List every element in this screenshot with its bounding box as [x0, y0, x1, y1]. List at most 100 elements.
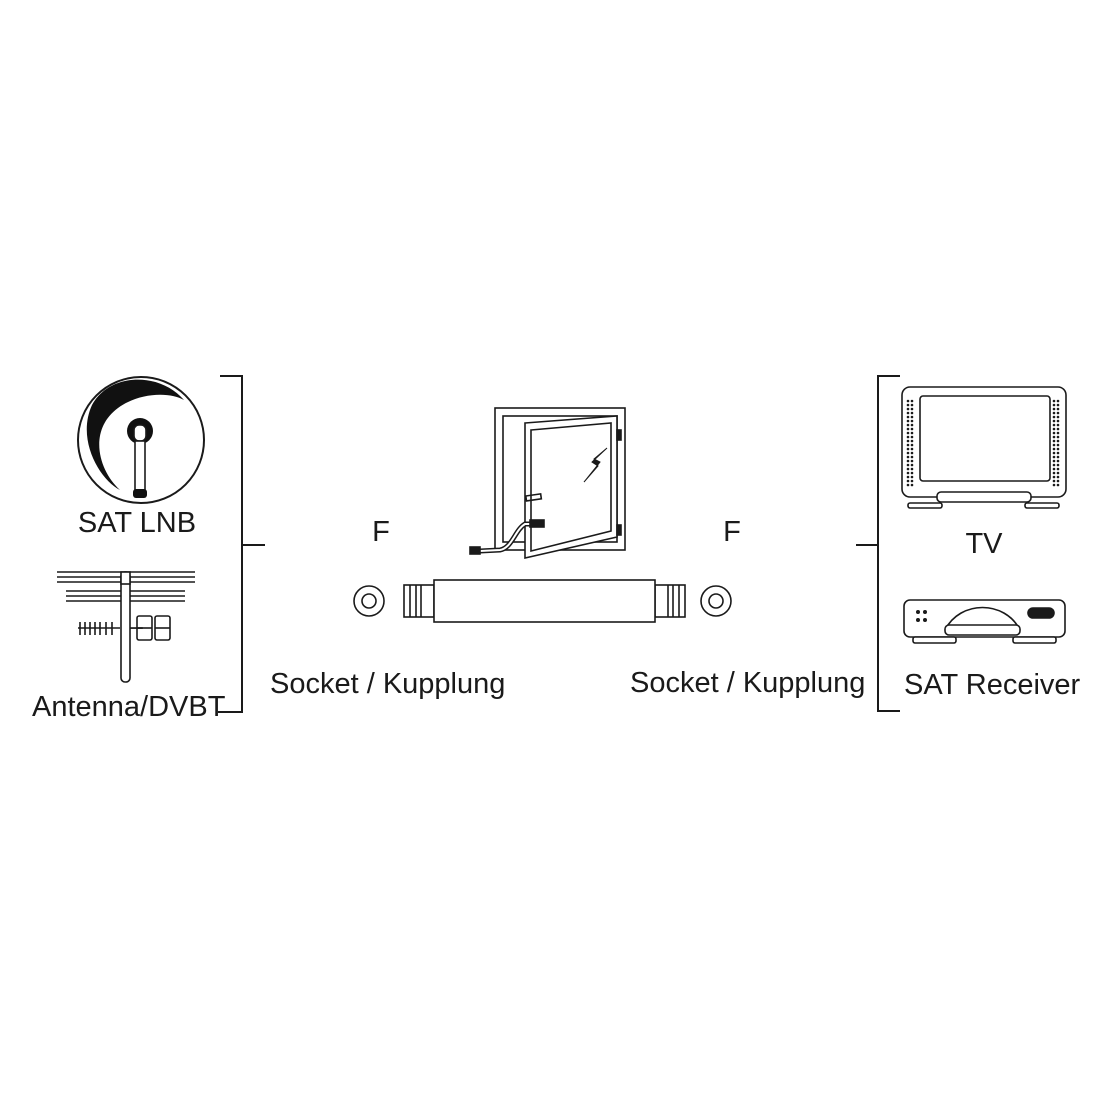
- speaker-dot: [1052, 419, 1056, 423]
- speaker-dot: [910, 475, 914, 479]
- speaker-dot: [906, 443, 910, 447]
- speaker-dot: [1052, 455, 1056, 459]
- window-cable-icon: [469, 407, 626, 560]
- speaker-dot: [1052, 475, 1056, 479]
- antenna-dvbt-label: Antenna/DVBT: [32, 691, 226, 723]
- speaker-dot: [1056, 407, 1060, 411]
- speaker-dot: [1056, 439, 1060, 443]
- speaker-dot: [1052, 435, 1056, 439]
- speaker-dot: [1052, 471, 1056, 475]
- tv-icon: [901, 386, 1067, 509]
- speaker-dot: [1052, 447, 1056, 451]
- speaker-dot: [910, 471, 914, 475]
- tv-label: TV: [965, 528, 1003, 560]
- speaker-dot: [1052, 399, 1056, 403]
- speaker-dot: [910, 439, 914, 443]
- f-socket-left-icon: [353, 585, 385, 617]
- speaker-dot: [1056, 415, 1060, 419]
- speaker-dot: [1052, 415, 1056, 419]
- satellite-dish-icon: [77, 376, 205, 504]
- socket-kupplung-label-right: Socket / Kupplung: [630, 667, 865, 699]
- speaker-dot: [1056, 471, 1060, 475]
- speaker-dot: [1056, 427, 1060, 431]
- speaker-dot: [1052, 451, 1056, 455]
- speaker-dot: [906, 439, 910, 443]
- speaker-dot: [1056, 419, 1060, 423]
- speaker-dot: [1052, 431, 1056, 435]
- speaker-dot: [910, 427, 914, 431]
- socket-kupplung-label-left: Socket / Kupplung: [270, 668, 505, 700]
- speaker-dot: [1056, 431, 1060, 435]
- speaker-dot: [906, 483, 910, 487]
- speaker-dot: [910, 479, 914, 483]
- speaker-dot: [1052, 459, 1056, 463]
- speaker-dot: [906, 427, 910, 431]
- speaker-dot: [1052, 443, 1056, 447]
- speaker-dot: [906, 399, 910, 403]
- speaker-dot: [1052, 411, 1056, 415]
- f-connector-label-left: F: [372, 516, 390, 548]
- speaker-dot: [1052, 463, 1056, 467]
- speaker-dot: [906, 419, 910, 423]
- speaker-dot: [910, 423, 914, 427]
- speaker-dot: [910, 435, 914, 439]
- speaker-dot: [910, 451, 914, 455]
- speaker-dot: [906, 435, 910, 439]
- flat-cable-coupler-icon: [403, 579, 686, 623]
- speaker-dot: [1052, 439, 1056, 443]
- speaker-dot: [910, 483, 914, 487]
- speaker-dot: [910, 459, 914, 463]
- speaker-dot: [1052, 467, 1056, 471]
- speaker-dot: [1052, 423, 1056, 427]
- speaker-dot: [906, 467, 910, 471]
- speaker-dot: [910, 455, 914, 459]
- speaker-dot: [1056, 479, 1060, 483]
- speaker-dot: [1056, 447, 1060, 451]
- speaker-dot: [1056, 475, 1060, 479]
- speaker-dot: [1052, 427, 1056, 431]
- speaker-dot: [1052, 407, 1056, 411]
- left-bracket: [218, 375, 265, 713]
- speaker-dot: [1056, 443, 1060, 447]
- speaker-dot: [910, 407, 914, 411]
- speaker-dot: [906, 407, 910, 411]
- speaker-dot: [910, 415, 914, 419]
- speaker-dot: [1056, 399, 1060, 403]
- speaker-dot: [906, 455, 910, 459]
- speaker-dot: [906, 463, 910, 467]
- speaker-dot: [910, 431, 914, 435]
- speaker-dot: [1056, 455, 1060, 459]
- speaker-dot: [906, 415, 910, 419]
- speaker-dot: [910, 447, 914, 451]
- antenna-icon: [57, 571, 195, 683]
- speaker-dot: [910, 463, 914, 467]
- speaker-dot: [906, 447, 910, 451]
- f-socket-right-icon: [700, 585, 732, 617]
- speaker-dot: [910, 419, 914, 423]
- speaker-dot: [910, 403, 914, 407]
- speaker-dot: [906, 431, 910, 435]
- speaker-dot: [906, 451, 910, 455]
- speaker-dot: [906, 411, 910, 415]
- sat-lnb-label: SAT LNB: [78, 507, 196, 539]
- speaker-dot: [1056, 403, 1060, 407]
- speaker-dot: [1056, 483, 1060, 487]
- speaker-dot: [906, 475, 910, 479]
- speaker-dot: [906, 403, 910, 407]
- speaker-dot: [1056, 467, 1060, 471]
- speaker-dot: [1052, 479, 1056, 483]
- sat-receiver-label: SAT Receiver: [904, 669, 1081, 701]
- speaker-dot: [910, 399, 914, 403]
- speaker-dot: [1056, 411, 1060, 415]
- sat-receiver-icon: [903, 599, 1066, 644]
- speaker-dot: [910, 467, 914, 471]
- speaker-dot: [910, 411, 914, 415]
- speaker-dot: [1056, 459, 1060, 463]
- speaker-dot: [1056, 451, 1060, 455]
- speaker-dot: [1052, 483, 1056, 487]
- speaker-dot: [1056, 463, 1060, 467]
- right-bracket: [856, 375, 900, 712]
- speaker-dot: [906, 459, 910, 463]
- speaker-dot: [910, 443, 914, 447]
